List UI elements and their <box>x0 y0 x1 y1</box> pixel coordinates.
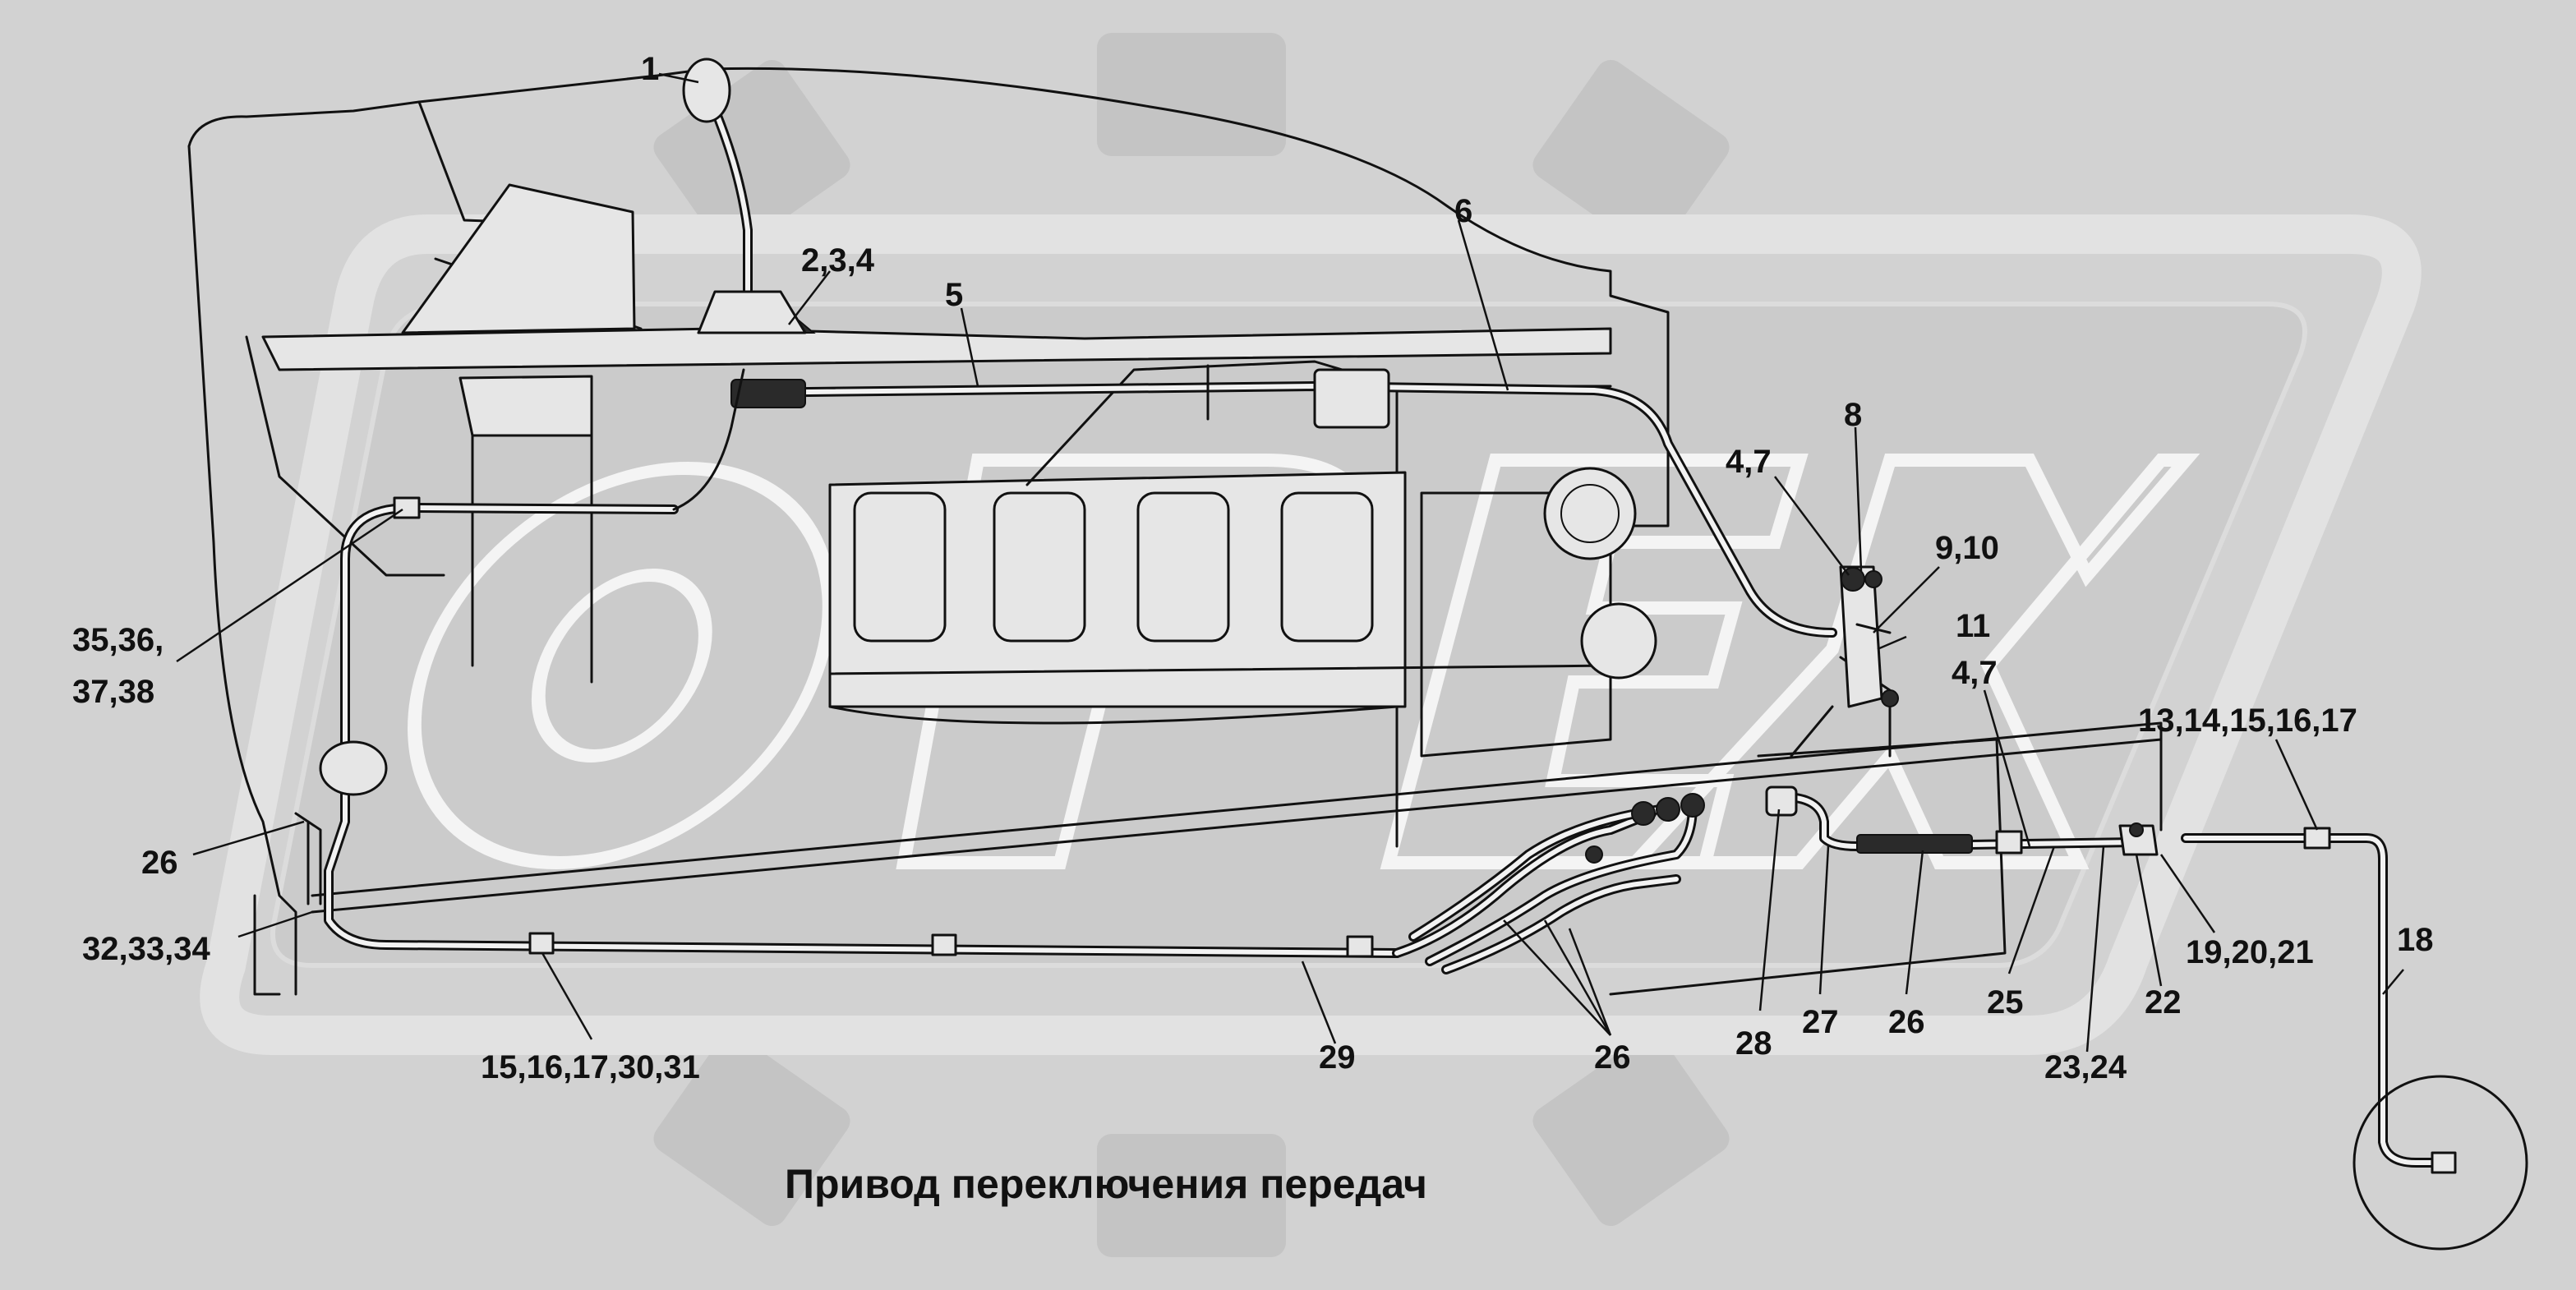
callout-13-17: 13,14,15,16,17 <box>2138 703 2357 739</box>
callout-2-3-4: 2,3,4 <box>801 242 875 279</box>
right-piping <box>1765 786 2159 856</box>
callout-26-right: 26 <box>1888 1004 1925 1040</box>
callout-5: 5 <box>945 277 963 313</box>
callout-11: 11 <box>1956 608 1990 644</box>
callout-9-10: 9,10 <box>1935 530 1999 566</box>
callout-26-left: 26 <box>141 845 178 881</box>
callout-4-7-top: 4,7 <box>1726 444 1772 480</box>
callout-22: 22 <box>2145 984 2182 1020</box>
callout-26-mid: 26 <box>1594 1039 1631 1076</box>
gauge-circle <box>2353 1075 2528 1251</box>
callout-23-24: 23,24 <box>2044 1049 2127 1085</box>
left-piping <box>294 368 1402 958</box>
callout-6: 6 <box>1454 193 1472 229</box>
gear-lever <box>682 58 816 334</box>
callout-25: 25 <box>1987 984 2024 1020</box>
callout-28: 28 <box>1735 1025 1772 1062</box>
callout-37-38: 37,38 <box>72 674 154 710</box>
callout-35-36: 35,36, <box>72 622 164 658</box>
cab-outline <box>187 67 1670 996</box>
callout-15-31: 15,16,17,30,31 <box>481 1049 700 1085</box>
callout-labels: 1 2,3,4 5 6 8 4,7 9,10 11 4,7 13,14,15,1… <box>72 51 2434 1085</box>
hose-bundle <box>1392 793 1705 974</box>
gauge-piping <box>2181 827 2528 1251</box>
callout-32-34: 32,33,34 <box>82 931 210 967</box>
control-rod <box>730 364 1837 638</box>
callout-27: 27 <box>1802 1004 1839 1040</box>
diagram-caption: Привод переключения передач <box>785 1161 1427 1207</box>
callout-8: 8 <box>1844 397 1862 433</box>
callout-4-7-bottom: 4,7 <box>1952 655 1998 691</box>
callout-18: 18 <box>2397 922 2434 958</box>
callout-19-21: 19,20,21 <box>2186 934 2314 970</box>
shift-mechanism <box>1839 565 1899 708</box>
callout-29: 29 <box>1319 1039 1356 1076</box>
engine-block <box>459 360 1657 848</box>
leader-lines <box>176 72 2404 1053</box>
callout-1: 1 <box>641 51 659 87</box>
